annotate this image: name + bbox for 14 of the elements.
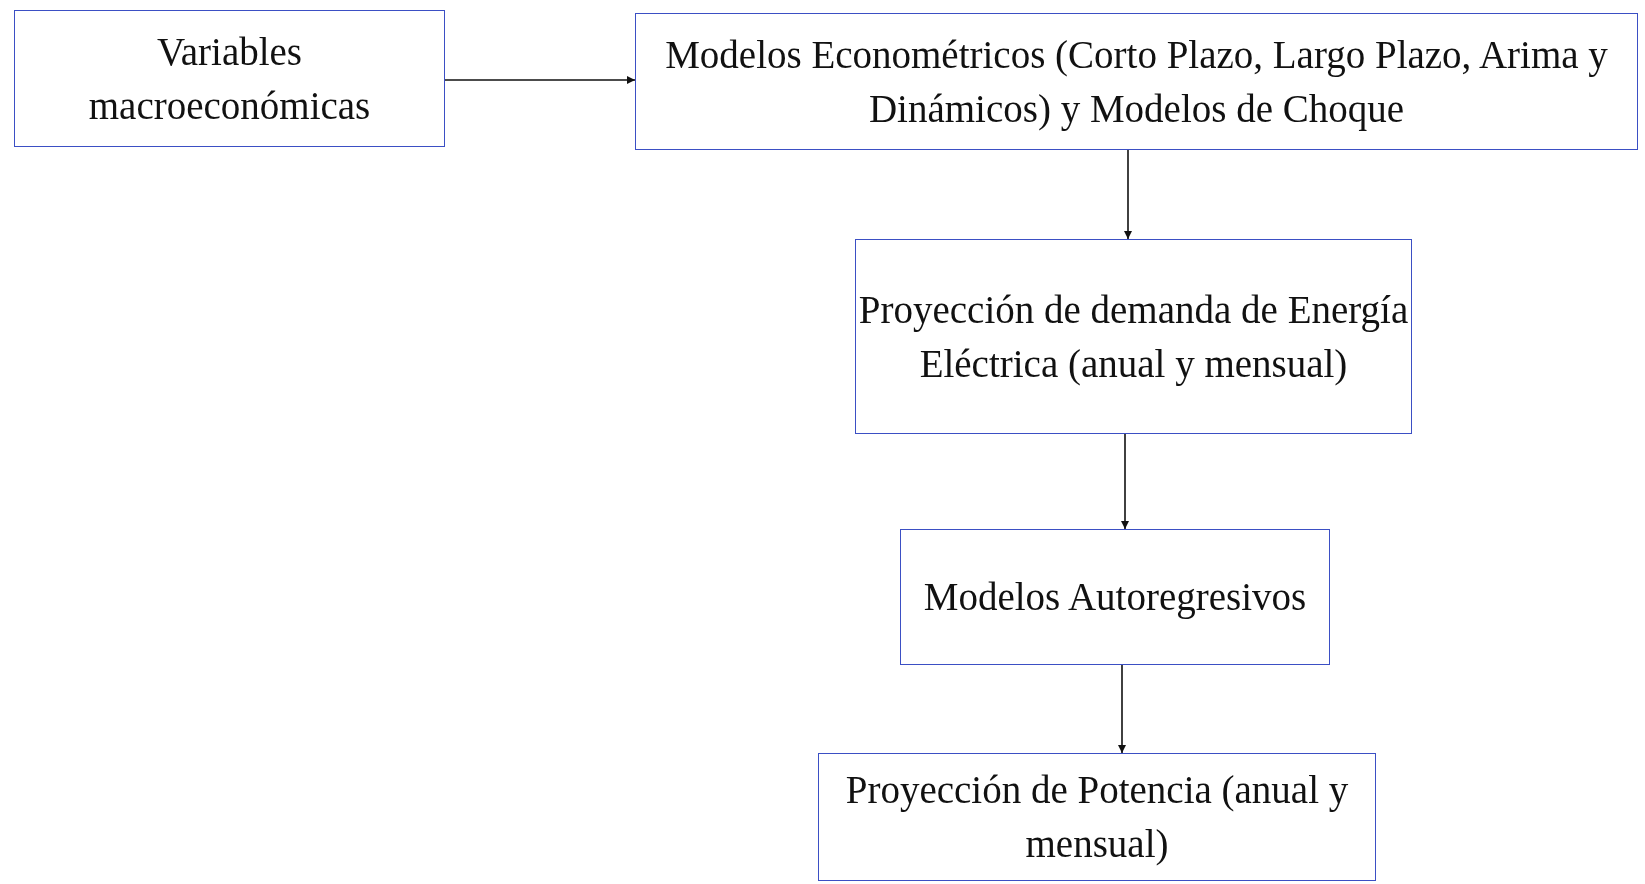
arrow bbox=[1121, 433, 1129, 530]
arrow bbox=[444, 76, 636, 84]
box-text: Modelos Autoregresivos bbox=[923, 574, 1307, 621]
box-text: Proyección de Potencia (anual y mensual) bbox=[844, 767, 1350, 867]
box-text: Variables macroeconómicas bbox=[87, 28, 372, 129]
process-box bbox=[818, 753, 1376, 881]
box-text: Proyección de demanda de Energía Eléctrica (anual y mensual) bbox=[857, 286, 1410, 388]
process-box bbox=[14, 10, 445, 147]
arrow bbox=[1124, 149, 1132, 240]
box-text: Modelos Econométricos (Corto Plazo, Largo Plazo, Arima y Dinámicos) y Modelos de Choque bbox=[664, 31, 1609, 133]
process-box bbox=[855, 239, 1412, 434]
process-box bbox=[635, 13, 1638, 150]
process-box bbox=[900, 529, 1330, 665]
arrow bbox=[1118, 664, 1126, 754]
